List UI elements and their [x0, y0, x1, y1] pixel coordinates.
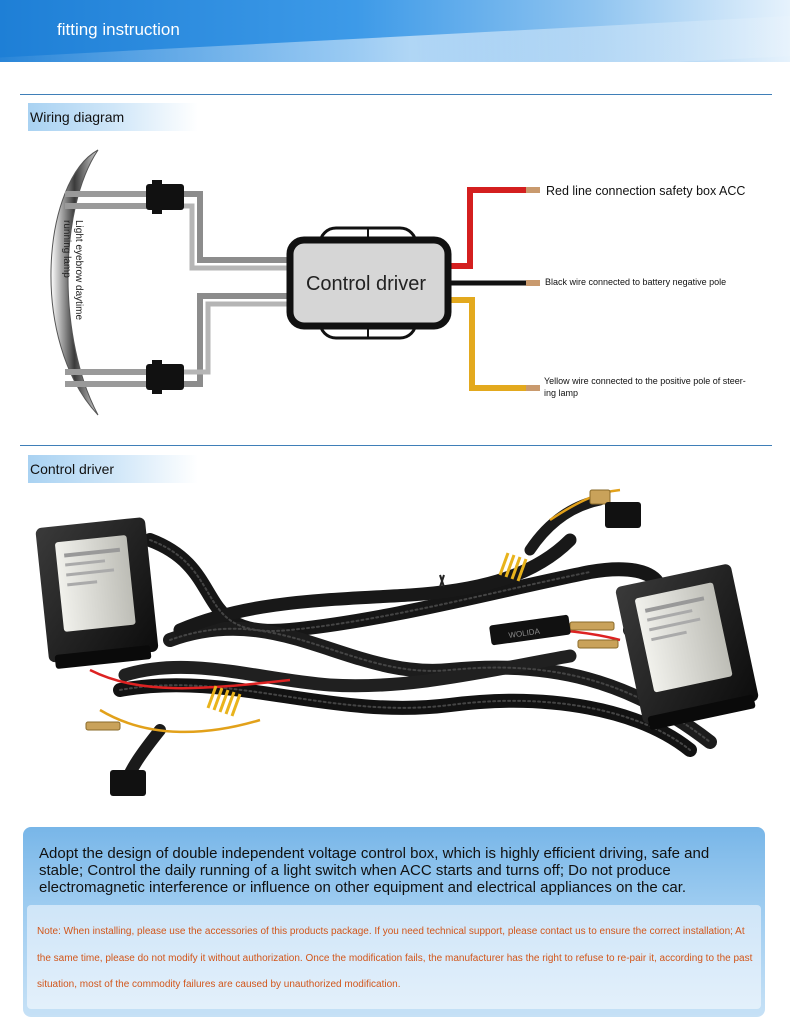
lamp-label: Light eyebrow daytime running lamp: [61, 220, 84, 323]
install-note-panel: Note: When installing, please use the ac…: [27, 905, 761, 1009]
control-box-right: [615, 564, 759, 730]
section-title: Control driver: [30, 461, 115, 477]
product-photo: WOLIDA: [35, 488, 759, 796]
yellow-thin-wire: [99, 708, 261, 734]
red-wire: [450, 187, 528, 269]
connector-icon-bottom: [146, 360, 184, 394]
yellow-wrap: [206, 552, 528, 717]
harness-loom: [113, 494, 717, 791]
black-wire-label: Black wire connected to battery negative…: [545, 277, 726, 287]
yellow-wire: [450, 297, 528, 391]
spade-terminals: [85, 489, 619, 731]
divider: [20, 445, 772, 446]
page-title: fitting instruction: [57, 20, 180, 39]
red-wire-label: Red line connection safety box ACC: [546, 184, 745, 198]
brand-sleeve-text: WOLIDA: [508, 627, 541, 640]
divider: [20, 94, 772, 95]
lamp-icon: [50, 149, 99, 416]
header-banner: fitting instruction: [0, 0, 790, 62]
connector-icon-plug: [110, 502, 641, 796]
section-label-driver: Control driver: [28, 455, 198, 483]
upper-harness: [65, 191, 293, 271]
cable-tie: [439, 574, 445, 588]
info-panel: Adopt the design of double independent v…: [23, 827, 765, 1017]
product-description: Adopt the design of double independent v…: [39, 845, 710, 896]
red-thin-wire: [89, 668, 291, 690]
control-box-left: [35, 517, 159, 669]
wiring-diagram: Light eyebrow daytime running lamp: [50, 149, 748, 416]
control-driver-label: Control driver: [306, 273, 426, 295]
yellow-wire-label: Yellow wire connected to the positive po…: [544, 376, 748, 398]
yellow-thin-wire: [549, 488, 621, 522]
connector-icon-top: [146, 180, 184, 214]
control-driver-box: [286, 226, 452, 340]
lower-harness: [65, 293, 293, 387]
section-title: Wiring diagram: [30, 109, 125, 125]
section-label-wiring: Wiring diagram: [28, 103, 198, 131]
install-note: Note: When installing, please use the ac…: [37, 926, 753, 990]
